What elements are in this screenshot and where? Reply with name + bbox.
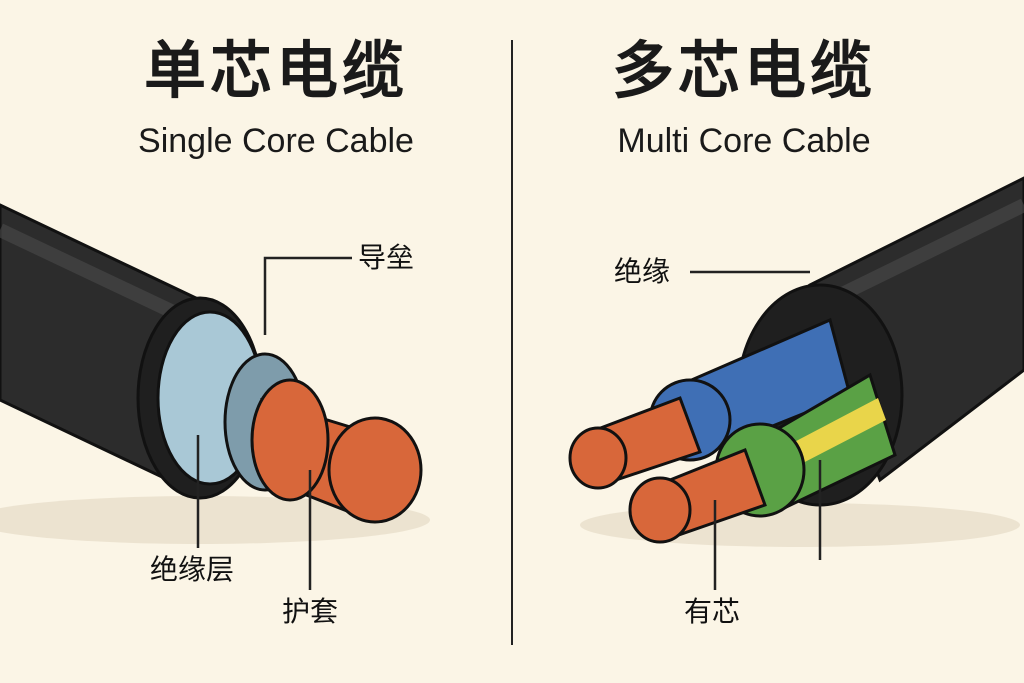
multi-core-cable <box>568 176 1024 590</box>
label-insulation-layer: 绝缘层 <box>150 553 235 586</box>
label-multi-insulation: 绝缘 <box>614 255 671 288</box>
single-core-cable <box>0 203 430 590</box>
multi-core-title: 多芯电缆 <box>611 34 876 107</box>
label-core: 有芯 <box>684 595 741 628</box>
label-conductor: 导垒 <box>358 241 415 274</box>
green-core-conductor <box>628 476 692 544</box>
blue-core-conductor <box>568 426 628 490</box>
label-sheath: 护套 <box>282 595 339 628</box>
multi-core-subtitle: Multi Core Cable <box>617 122 871 160</box>
single-core-subtitle: Single Core Cable <box>138 122 414 160</box>
leader-conductor <box>263 256 352 335</box>
single-conductor-end <box>327 416 423 524</box>
single-core-title: 单芯电缆 <box>143 34 408 107</box>
